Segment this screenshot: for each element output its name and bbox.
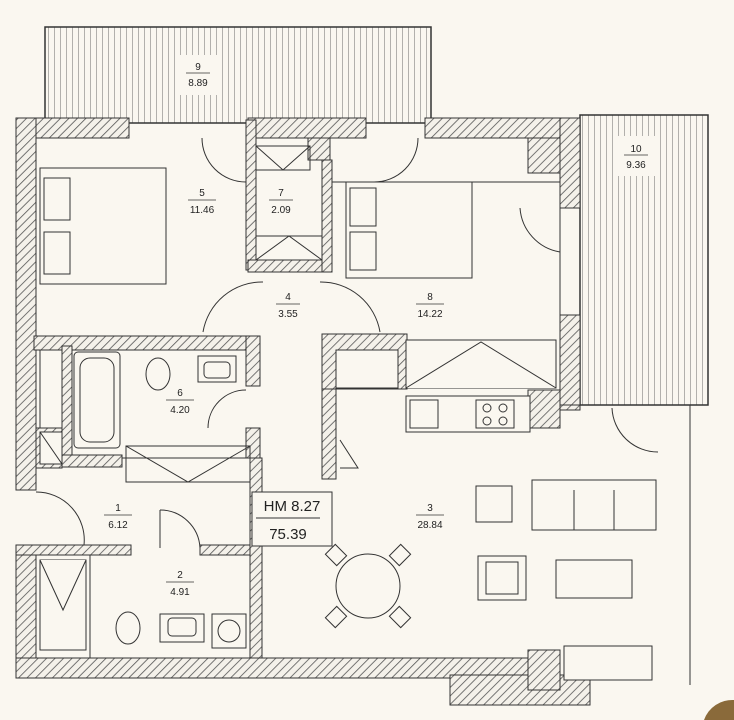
living-furniture xyxy=(475,479,657,681)
room-area: 9.36 xyxy=(626,160,646,171)
bathroom-2-fixtures xyxy=(39,559,247,651)
room-label-6: 6 4.20 xyxy=(166,388,194,416)
room-area: 6.12 xyxy=(108,520,128,531)
room-area: 4.91 xyxy=(170,587,190,598)
corner-accent xyxy=(704,699,734,720)
room-number: 1 xyxy=(115,503,121,514)
doors xyxy=(35,137,659,549)
room-area: 4.20 xyxy=(170,405,190,416)
room-label-5: 5 11.46 xyxy=(188,188,216,216)
room-label-2: 2 4.91 xyxy=(166,570,194,598)
room-area: 3.55 xyxy=(278,309,298,320)
apartment-tag-box xyxy=(251,491,333,547)
room-label-1: 1 6.12 xyxy=(104,503,132,531)
room-number: 10 xyxy=(630,144,642,155)
room-area: 28.84 xyxy=(417,520,442,531)
room-number: 8 xyxy=(427,292,433,303)
room-area: 11.46 xyxy=(190,205,215,216)
room-number: 5 xyxy=(199,188,205,199)
room-number: 6 xyxy=(177,388,183,399)
room-area: 2.09 xyxy=(271,205,291,216)
room-label-8: 8 14.22 xyxy=(416,292,444,320)
room-number: 4 xyxy=(285,292,291,303)
room-area: 14.22 xyxy=(417,309,442,320)
room-label-10: 10 9.36 xyxy=(624,144,648,171)
balcony-9 xyxy=(44,26,432,124)
apartment-code: НМ 8.27 xyxy=(264,498,321,515)
dining-table xyxy=(324,543,412,629)
room-label-9: 8.89 xyxy=(186,72,210,89)
room-number: 3 xyxy=(427,503,433,514)
room-label-4: 4 3.55 xyxy=(276,292,300,320)
closet-7 xyxy=(255,145,323,261)
room-number: 2 xyxy=(177,570,183,581)
bed-room-5 xyxy=(39,167,167,285)
room-area: 8.89 xyxy=(188,78,208,89)
balcony-10 xyxy=(579,114,709,406)
room-number-9: 9 xyxy=(195,62,201,73)
wardrobe-hall xyxy=(125,445,251,483)
bed-room-8 xyxy=(345,181,473,279)
room-number: 7 xyxy=(278,188,284,199)
kitchen-fixtures xyxy=(335,339,557,469)
apartment-total-area: 75.39 xyxy=(269,526,307,543)
room-labels: 8.89 9 10 9.36 5 11.46 7 2.09 4 3.55 8 1… xyxy=(104,62,648,598)
walls xyxy=(15,117,591,706)
bathroom-6-fixtures xyxy=(39,349,237,465)
room-label-3: 3 28.84 xyxy=(416,503,444,531)
room-label-7: 7 2.09 xyxy=(269,188,293,216)
